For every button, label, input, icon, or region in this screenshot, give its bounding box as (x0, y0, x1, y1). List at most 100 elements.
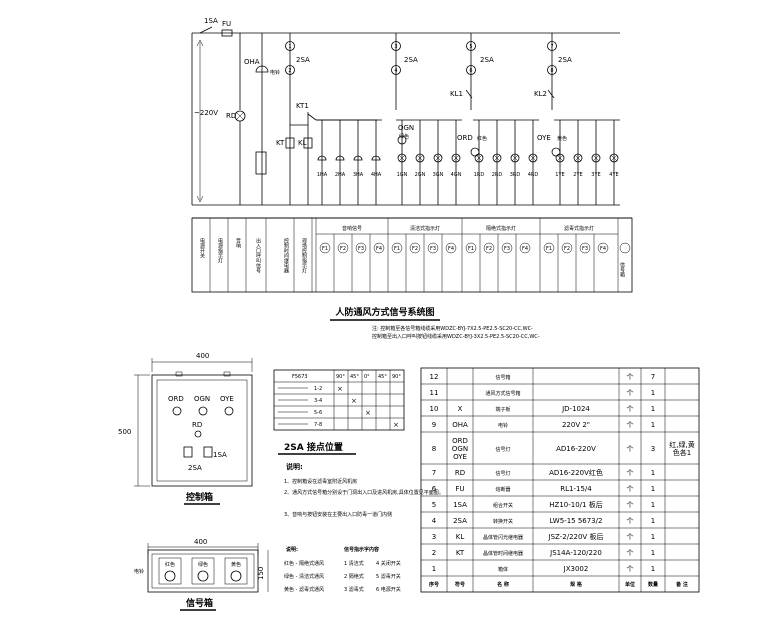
control-1sa-symbol (203, 446, 213, 458)
strip-fn-circle (373, 242, 385, 254)
node-number: 6 (469, 68, 472, 74)
bom-header: 符号 (455, 581, 465, 588)
contact-table-outline (273, 369, 405, 431)
note-item-1: 1、控制箱设在滤毒室附近风机房 (284, 478, 357, 485)
strip-fn-label: F3 (504, 246, 510, 252)
bom-header: 名 称 (497, 581, 509, 588)
strip-group-label: 滤毒式指示灯 (564, 225, 594, 232)
contact-angle: 90° (392, 374, 401, 380)
strip-fn-label: F4 (522, 246, 528, 252)
strip-fn-label: F3 (358, 246, 364, 252)
bom-cell-no: 3 (432, 533, 436, 541)
timer-contact-symbol (307, 113, 317, 121)
indicator-symbol (551, 147, 561, 157)
signal-lamp-red: 红色 (165, 561, 175, 568)
node-number: 2 (288, 68, 291, 74)
bom-cell-unit: 个 (627, 565, 634, 573)
strip-left-label: 音响 (235, 237, 241, 249)
bom-cell-no: 10 (430, 405, 439, 413)
bom-cell-no: 12 (430, 373, 439, 381)
contact-table-title: F5673 (292, 374, 308, 380)
bom-cell-sym: OHA (452, 421, 468, 429)
bom-cell-unit: 个 (627, 389, 634, 397)
bom-cell-qty: 1 (651, 565, 655, 573)
node-circle (466, 65, 476, 75)
bom-cell-no: 4 (432, 517, 437, 525)
strip-fn-label: F2 (340, 246, 346, 252)
contact-mark: × (351, 397, 357, 405)
buzzer-label: OHA (244, 58, 260, 66)
legend-line-2: 绿色 - 清洁式通风 (284, 573, 324, 580)
lamp-label: 2YE (573, 172, 582, 178)
contact-mark: × (393, 421, 399, 429)
strip-fn-circle (465, 242, 477, 254)
lamp-label: 2GN (415, 172, 426, 178)
node-circle (466, 41, 476, 51)
legend-heading-2: 信号指示字内容 (344, 546, 379, 553)
legend-item-6: 6 电源开关 (376, 586, 401, 593)
bom-cell-unit: 个 (627, 549, 634, 557)
contact-angle: 0° (364, 374, 370, 380)
contact-table-caption: 2SA 接点位置 (284, 441, 343, 453)
lamp-symbol (609, 153, 619, 163)
lamp-label: 2HA (335, 172, 346, 178)
alarm-symbol (353, 155, 363, 161)
switch-2sa-label-1: 2SA (296, 56, 310, 64)
bom-cell-sym: FU (455, 485, 464, 493)
legend-line-1: 红色 - 隔绝式通风 (284, 560, 324, 567)
legend-item-4: 4 关闭开关 (376, 560, 401, 567)
strip-fn-circle (483, 242, 495, 254)
switch-1sa-symbol (199, 26, 213, 34)
voltage-label: ~220V (194, 109, 218, 117)
bom-cell-unit: 个 (627, 517, 634, 525)
bom-header: 规 格 (570, 581, 583, 588)
lamp-label: 3GN (433, 172, 444, 178)
bom-cell-qty: 1 (651, 517, 655, 525)
node-number: 8 (550, 68, 553, 74)
bom-cell-spec: HZ10-10/1 板后 (549, 500, 602, 509)
contact-terminals: 7-8 (314, 422, 322, 428)
bom-cell-sym: RD (455, 469, 465, 477)
strip-cells: 电源开关电源指示灯音响出入口呼叫信号控制时间继电器现场控制指示灯音响信号清洁式指… (199, 218, 631, 292)
lamp-label: 2RD (492, 172, 503, 178)
bom-header: 备 注 (675, 581, 688, 588)
alarm-symbol (317, 155, 327, 161)
contact-terminals: 5-6 (314, 410, 322, 416)
legend-line-3: 黄色 - 滤毒式通风 (284, 586, 324, 593)
lamp-label: 1RD (474, 172, 485, 178)
control-lamp-ogn: OGN (194, 395, 210, 403)
lamp-label: 1HA (317, 172, 328, 178)
alarm-symbol (371, 155, 381, 161)
bom-cell-qty: 1 (651, 533, 655, 541)
lamp-symbol (528, 153, 538, 163)
lamp-label: 4GN (451, 172, 462, 178)
contact-mark: × (365, 409, 371, 417)
bom-cell-unit: 个 (627, 469, 634, 477)
bom-cell-spec: JSZ-2/220V 板后 (548, 532, 604, 541)
lamp-symbol (397, 153, 407, 163)
strip-fn-circle (445, 242, 457, 254)
strip-group-label: 隔绝式指示灯 (486, 225, 516, 232)
strip-fn-circle (355, 242, 367, 254)
bom-cell-note-multiline: 红,绿,黄色各1 (669, 440, 694, 457)
strip-fn-label: F2 (486, 246, 492, 252)
bom-cell-qty: 3 (651, 445, 655, 453)
lamp-label: 3HA (353, 172, 364, 178)
strip-fn-circle (597, 242, 609, 254)
timer-contact-label: KT1 (296, 102, 309, 110)
lamp-symbol (591, 153, 601, 163)
signal-lamp-yellow-symbol (230, 570, 242, 582)
lamp-symbol (573, 153, 583, 163)
strip-fn-label: F3 (430, 246, 436, 252)
notes-heading: 说明: (286, 462, 303, 471)
signal-box-height: 150 (257, 567, 265, 580)
legend-block: 说明: 红色 - 隔绝式通风 绿色 - 清洁式通风 黄色 - 滤毒式通风 信号指… (284, 546, 401, 593)
bom-cell-qty: 1 (651, 389, 655, 397)
bom-cell-no: 8 (432, 445, 436, 453)
strip-fn-circle (391, 242, 403, 254)
node-circle (285, 65, 295, 75)
contact-angle: 45° (350, 374, 359, 380)
